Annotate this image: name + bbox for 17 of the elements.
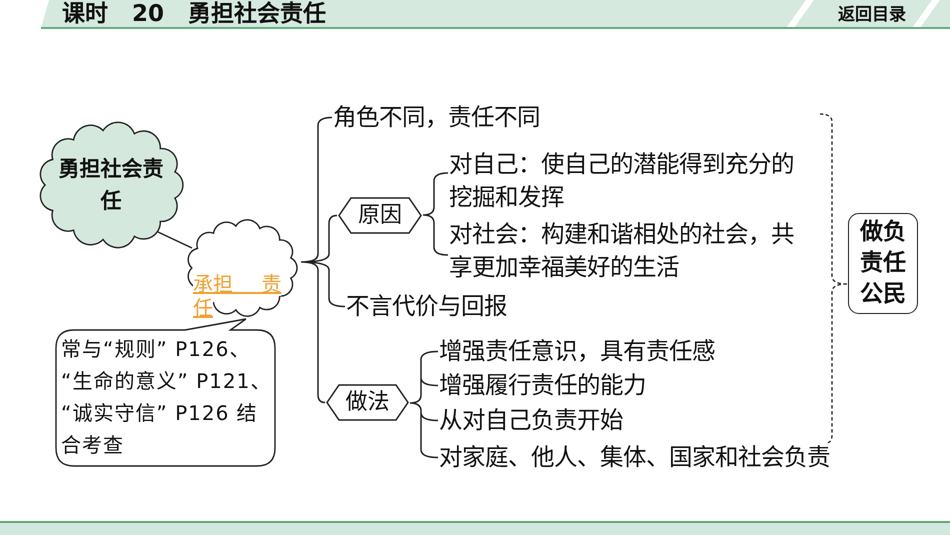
branch-text: 对社会：构建和谐相处的社会，共享更加幸福美好的生活 <box>449 218 805 284</box>
curly-brace <box>422 172 449 256</box>
hexagon-box: 做法 <box>326 384 409 421</box>
rounded-box: 做负责任公民 <box>848 213 918 314</box>
curly-brace <box>409 350 439 458</box>
branch-text: 对自己：使自己的潜能得到充分的挖掘和发挥 <box>449 148 805 214</box>
branch-text: 对家庭、他人、集体、国家和社会负责 <box>439 441 830 474</box>
branch-text: 角色不同，责任不同 <box>333 101 540 134</box>
branch-text: 增强履行责任的能力 <box>439 369 646 402</box>
branch-text: 不言代价与回报 <box>346 290 507 323</box>
hexagon-box: 原因 <box>338 197 422 234</box>
lesson-title: 课时 20 勇担社会责任 <box>62 2 326 27</box>
branch-text: 增强责任意识，具有责任感 <box>439 335 715 368</box>
branch-text: 从对自己负责开始 <box>439 404 623 437</box>
speech-bubble: 常与“规则” P126、“生命的意义” P121、“诚实守信” P126 结合考查 <box>55 318 277 468</box>
back-link: 返回目录 <box>838 5 906 25</box>
curly-brace <box>819 113 848 444</box>
